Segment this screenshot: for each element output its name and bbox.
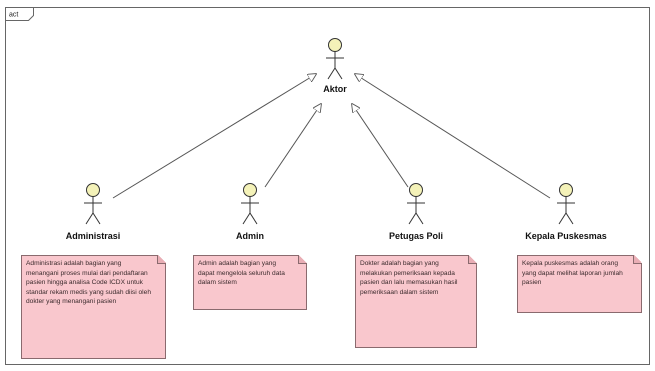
stick-figure-icon bbox=[557, 183, 575, 225]
note-fold-icon bbox=[157, 255, 166, 264]
note-text: Administrasi adalah bagian yang menangan… bbox=[26, 260, 151, 306]
stick-figure-icon bbox=[84, 183, 102, 225]
note-petugas-poli: Dokter adalah bagian yang melakukan peme… bbox=[355, 255, 477, 348]
actor-kepala-puskesmas: Kepala Puskesmas bbox=[525, 183, 607, 241]
note-admin: Admin adalah bagian yang dapat mengelola… bbox=[193, 255, 307, 310]
note-administrasi: Administrasi adalah bagian yang menangan… bbox=[21, 255, 166, 359]
stick-figure-icon bbox=[407, 183, 425, 225]
actor-petugas-poli: Petugas Poli bbox=[389, 183, 443, 241]
stick-figure-icon bbox=[241, 183, 259, 225]
note-text: Admin adalah bagian yang dapat mengelola… bbox=[198, 260, 285, 287]
note-fold-icon bbox=[633, 255, 642, 264]
generalization-admin bbox=[264, 104, 321, 188]
stick-figure-icon bbox=[326, 38, 344, 80]
actor-label: Aktor bbox=[323, 84, 347, 94]
actor-administrasi: Administrasi bbox=[66, 183, 121, 241]
actor-label: Admin bbox=[236, 231, 264, 241]
actor-label: Kepala Puskesmas bbox=[525, 231, 607, 241]
generalization-administrasi bbox=[112, 74, 316, 199]
diagram-frame bbox=[5, 7, 650, 365]
generalization-petugas-poli bbox=[352, 104, 409, 188]
generalization-kepala-puskesmas bbox=[355, 74, 551, 199]
note-fold-icon bbox=[298, 255, 307, 264]
frame-label: act bbox=[9, 12, 18, 19]
note-text: Kepala puskesmas adalah orang yang dapat… bbox=[522, 260, 623, 287]
frame-tab bbox=[5, 7, 34, 21]
actor-label: Petugas Poli bbox=[389, 231, 443, 241]
note-fold-icon bbox=[468, 255, 477, 264]
note-kepala-puskesmas: Kepala puskesmas adalah orang yang dapat… bbox=[517, 255, 642, 313]
actor-label: Administrasi bbox=[66, 231, 121, 241]
note-text: Dokter adalah bagian yang melakukan peme… bbox=[360, 260, 458, 296]
actor-admin: Admin bbox=[236, 183, 264, 241]
actor-aktor: Aktor bbox=[323, 38, 347, 94]
